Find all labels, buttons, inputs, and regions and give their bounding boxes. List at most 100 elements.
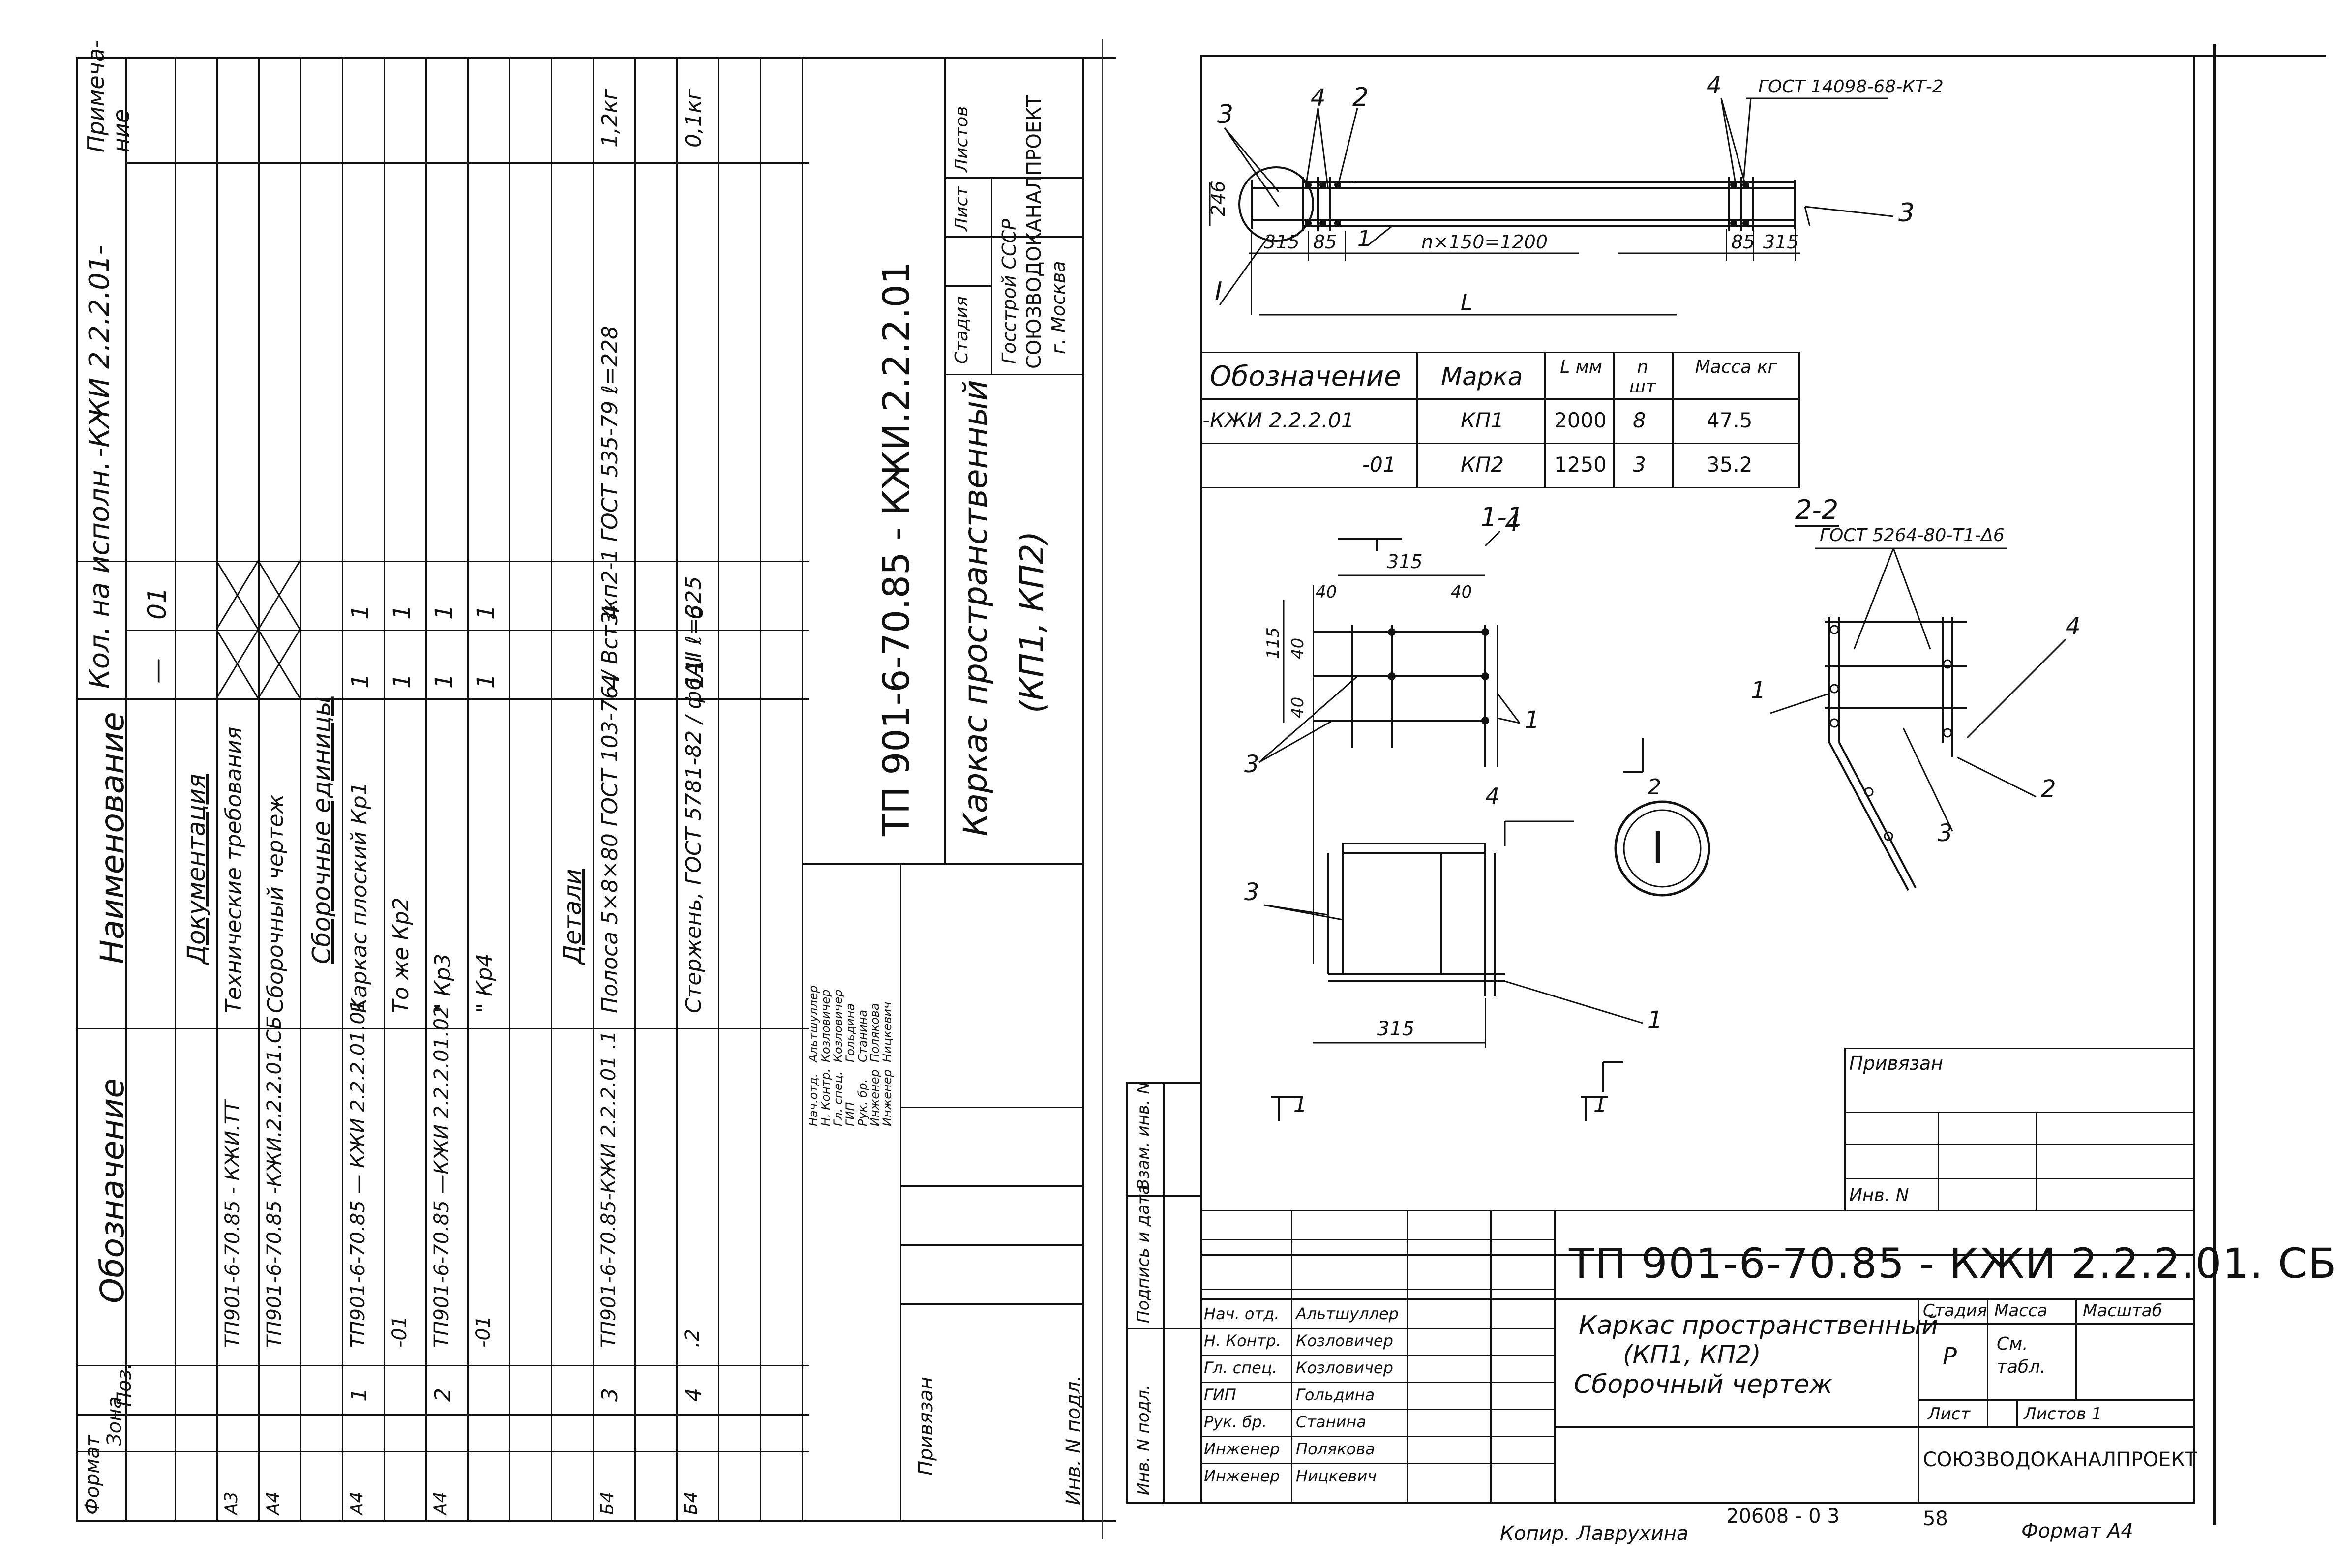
section-1-1-title: 1-1 (1480, 502, 1524, 533)
section-1-1-dim-115: 115 (1263, 627, 1283, 659)
spec-row-format: А3 (221, 1491, 241, 1515)
plan-callout-4b: 4 (1707, 72, 1722, 99)
spec-row-designation: -01 (389, 1315, 411, 1348)
left-signature-name: Альтшуллер (807, 985, 820, 1062)
section-1-1-callout-4b: 4 (1485, 783, 1499, 810)
spec-row-name: " Кр3 (430, 953, 455, 1013)
left-signature-role: Рук. бр. (856, 1079, 869, 1126)
spec-row-designation: .2 (681, 1328, 704, 1348)
title-block: ТП 901-6-70.85 - КЖИ 2.2.2.01. СБ Каркас… (1200, 1210, 2336, 1504)
spec-section-heading: Документация (182, 774, 210, 964)
spec-row-q1: 1 (430, 673, 458, 689)
title-line-2: (КП1, КП2) (1623, 1340, 1761, 1369)
title-signature-role: Рук. бр. (1204, 1413, 1267, 1431)
title-signature-name: Ницкевич (1296, 1467, 1377, 1485)
spec-row-q1: 11 (681, 658, 709, 689)
title-signature-name: Станина (1296, 1413, 1366, 1431)
spec-row-q2: 4 (598, 604, 625, 620)
spec-row-q1: 1 (347, 673, 374, 689)
plan-dim-315a: 315 (1264, 231, 1300, 253)
header-designation: Обозначение (93, 1078, 131, 1303)
crossed-cells (215, 560, 301, 699)
title-code: ТП 901-6-70.85 - КЖИ 2.2.2.01. СБ (1569, 1239, 2337, 1288)
left-stage-label-1: Лист (952, 186, 972, 231)
section-2-2-gost: ГОСТ 5264-80-Т1-Δ6 (1820, 525, 2005, 545)
header-pos: Поз. (113, 1363, 136, 1407)
binding-label: Привязан (1849, 1053, 1943, 1074)
title-signature-role: Гл. спец. (1204, 1358, 1277, 1377)
mark-table-h-0: Обозначение (1210, 361, 1401, 392)
title-scale-h: Масштаб (2083, 1301, 2162, 1321)
section-2-2-callout-2: 2 (2041, 775, 2056, 803)
spec-section-heading: Детали (558, 868, 587, 964)
section-1-1-dim-40c: 40 (1288, 638, 1308, 659)
spec-row-format: Б4 (598, 1491, 618, 1515)
footer-page: 58 (1923, 1508, 1948, 1530)
footer-order: 20608 - 0 3 (1726, 1505, 1840, 1528)
spec-row-note: 1,2кг (598, 89, 623, 148)
mark-table-h-4: Масса кг (1695, 357, 1777, 377)
left-org-3: г. Москва (1048, 261, 1069, 354)
plan-callout-1: 1 (1357, 226, 1371, 251)
margin-label-0: Инв. N подл. (1134, 1385, 1153, 1495)
spec-row-q2: 6 (681, 604, 709, 620)
spec-row-designation: ТП901-6-70.85 - КЖИ.ТТ (221, 1100, 244, 1348)
section-2-2-callout-1: 1 (1751, 677, 1766, 704)
spec-row-q2: 1 (347, 604, 374, 620)
section-1-1-callout-3a: 3 (1244, 751, 1259, 778)
left-signature-role: Нач.отд. (807, 1073, 820, 1126)
section-1-1-dim-40d: 40 (1288, 697, 1308, 718)
title-line-1: Каркас пространственный (1579, 1311, 1939, 1340)
left-signature-name: Ницкевич (880, 1001, 894, 1062)
spec-row-name: Полоса 5×8×80 ГОСТ 103-76 / Вст3кп2-1 ГО… (598, 325, 623, 1013)
title-org: СОЮЗВОДОКАНАЛПРОЕКТ (1923, 1448, 2197, 1471)
section-2-2: 2-2 ГОСТ 5264-80-Т1-Δ6 1 4 2 3 (1751, 494, 2081, 891)
spec-row-q2: 1 (430, 604, 458, 620)
section-1-1-cut: 2 (1648, 775, 1661, 800)
spec-row-name: Каркас плоский Кр1 (347, 782, 372, 1013)
left-signature-name: Козловичер (831, 989, 845, 1062)
mark-table-r0-c4: 47.5 (1707, 408, 1753, 432)
section-1-1-dim-315b: 315 (1377, 1018, 1414, 1040)
left-stage-label-2: Листов (952, 106, 972, 172)
left-signature-name: Станина (856, 1009, 869, 1062)
plan-callout-3a: 3 (1217, 100, 1233, 129)
section-1-1-dim-315a: 315 (1387, 551, 1423, 573)
title-signature-role: Н. Контр. (1204, 1331, 1281, 1350)
title-signature-role: ГИП (1204, 1386, 1236, 1404)
footer-format: Формат А4 (2021, 1520, 2133, 1542)
left-signature-name: Полякова (868, 1003, 882, 1062)
section-1-1-cut-mark-a: 1 (1293, 1092, 1307, 1117)
spec-row-pos: 3 (598, 1388, 623, 1402)
spec-row-designation: ТП901-6-70.85-КЖИ 2.2.2.01 .1 (598, 1030, 620, 1348)
node-mark: I (1614, 800, 1710, 897)
spec-row-q1: 1 (389, 673, 416, 689)
spec-row-name: " Кр4 (472, 953, 497, 1013)
plan-dim-246: 246 (1207, 181, 1229, 216)
section-1-1-dim-40a: 40 (1316, 582, 1337, 602)
mark-table-r0-c2: 2000 (1554, 408, 1607, 432)
left-signature-name: Гольдина (843, 1003, 857, 1062)
plan-view: 246 315 85 n×150=1200 L I 3 4 2 1 (1207, 83, 1687, 316)
right-sheet: Инв. N подл. Подпись и дата Взам. инв. N (1107, 0, 2336, 1568)
mark-table-r1-c2: 1250 (1554, 452, 1607, 477)
plan-callout-4a: 4 (1311, 84, 1326, 112)
section-1-1-callout-4a: 4 (1505, 510, 1520, 537)
left-doc-title-1: Каркас пространственный (957, 380, 994, 836)
header-qty-suffix: -КЖИ 2.2.2.01- (84, 245, 116, 457)
mark-table-r0-c0: -КЖИ 2.2.2.01 (1202, 408, 1354, 432)
title-signature-role: Нач. отд. (1204, 1304, 1280, 1323)
spec-row-pos: 1 (347, 1388, 372, 1402)
left-org-2: СОЮЗВОДОКАНАЛПРОЕКТ (1023, 95, 1046, 369)
title-signature-role: Инженер (1204, 1440, 1280, 1458)
mark-table-r0-c3: 8 (1633, 408, 1646, 432)
title-sheet: Лист (1928, 1404, 1971, 1424)
margin-label-2: Взам. инв. N (1134, 1082, 1153, 1190)
plan-dim-L: L (1461, 290, 1473, 315)
plan-callout-2: 2 (1352, 83, 1369, 112)
plan-dim-85a: 85 (1313, 231, 1337, 253)
spec-row-designation: ТП901-6-70.85 -КЖИ.2.2.2.01.СБ (263, 1016, 286, 1348)
title-signature-role: Инженер (1204, 1467, 1280, 1485)
mark-table: Обозначение Марка L мм n шт Масса кг -КЖ… (1200, 352, 1800, 489)
section-2-2-callout-4: 4 (2066, 613, 2081, 640)
